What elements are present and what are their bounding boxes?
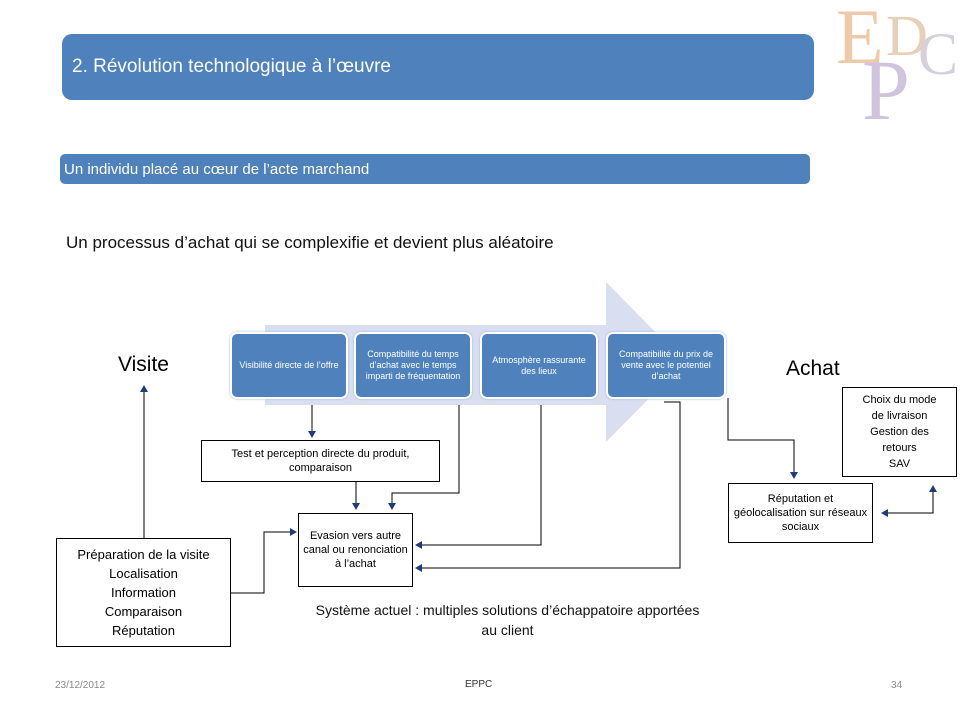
stage-compatibilite-temps: Compatibilité du temps d’achat avec le t… xyxy=(354,332,472,399)
preparation-line: Information xyxy=(110,585,177,600)
choix-line: de livraison xyxy=(871,410,928,422)
visite-label: Visite xyxy=(118,353,169,376)
choix-line: retours xyxy=(882,442,917,454)
stage-visibilite: Visibilité directe de l’offre xyxy=(230,332,348,399)
preparation-line: Préparation de la visite xyxy=(77,547,210,562)
preparation-line: Comparaison xyxy=(104,604,183,619)
logo: E D C P xyxy=(836,0,959,138)
system-caption-line: au client xyxy=(481,622,534,638)
footer-page-number: 34 xyxy=(891,680,903,691)
stage-label: Compatibilité du prix de vente avec le p… xyxy=(618,349,714,381)
achat-label: Achat xyxy=(786,357,840,380)
preparation-box: Préparation de la visite Localisation In… xyxy=(56,538,231,647)
test-box-text: Test et perception directe du produit, c… xyxy=(231,448,410,474)
stage-label: Visibilité directe de l’offre xyxy=(239,360,339,370)
test-box: Test et perception directe du produit, c… xyxy=(201,440,440,482)
diagram-heading: Un processus d’achat qui se complexifie … xyxy=(66,233,554,252)
process-arrow xyxy=(265,282,685,442)
system-caption-line: Système actuel : multiples solutions d’é… xyxy=(315,602,700,618)
reputation-box-text: Réputation et géolocalisation sur réseau… xyxy=(733,493,868,533)
stage-label: Atmosphère rassurante des lieux xyxy=(492,354,586,376)
evasion-box: Evasion vers autre canal ou renonciation… xyxy=(298,513,413,587)
slide-title-bar: 2. Révolution technologique à l’œuvre xyxy=(62,34,814,100)
section-bar: Un individu placé au cœur de l’acte marc… xyxy=(60,154,810,184)
stage-label: Compatibilité du temps d’achat avec le t… xyxy=(365,349,461,381)
choix-box: Choix du mode de livraison Gestion des r… xyxy=(842,387,957,477)
choix-line: Choix du mode xyxy=(862,394,937,406)
reputation-box: Réputation et géolocalisation sur réseau… xyxy=(728,483,873,543)
preparation-line: Réputation xyxy=(112,623,175,638)
choix-line: Gestion des xyxy=(870,426,929,438)
stage-atmosphere: Atmosphère rassurante des lieux xyxy=(480,332,598,399)
preparation-line: Localisation xyxy=(109,566,178,581)
section-label: Un individu placé au cœur de l’acte marc… xyxy=(64,160,370,178)
choix-line: SAV xyxy=(888,458,911,470)
system-caption: Système actuel : multiples solutions d’é… xyxy=(250,600,765,640)
stage-compatibilite-prix: Compatibilité du prix de vente avec le p… xyxy=(606,332,726,399)
footer-date: 23/12/2012 xyxy=(55,680,106,691)
slide-title: 2. Révolution technologique à l’œuvre xyxy=(72,56,391,77)
evasion-box-text: Evasion vers autre canal ou renonciation… xyxy=(303,530,408,570)
footer-center: EPPC xyxy=(465,679,493,690)
